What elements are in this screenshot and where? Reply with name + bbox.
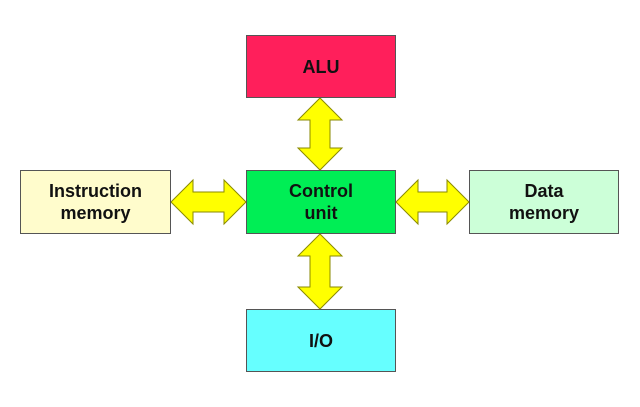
arrow-control-instr (170, 178, 247, 226)
control-unit-label: Control unit (289, 181, 353, 223)
control-unit-block: Control unit (246, 170, 396, 234)
data-memory-label: Data memory (508, 181, 580, 223)
data-memory-block: Data memory (469, 170, 619, 234)
arrow-control-io (296, 233, 344, 310)
io-label: I/O (308, 330, 333, 351)
alu-label: ALU (302, 56, 340, 77)
instruction-memory-block: Instruction memory (20, 170, 171, 234)
arrow-control-alu (296, 97, 344, 171)
alu-block: ALU (246, 35, 396, 98)
io-block: I/O (246, 309, 396, 372)
instruction-memory-label: Instruction memory (49, 181, 142, 223)
arrow-control-data (395, 178, 470, 226)
